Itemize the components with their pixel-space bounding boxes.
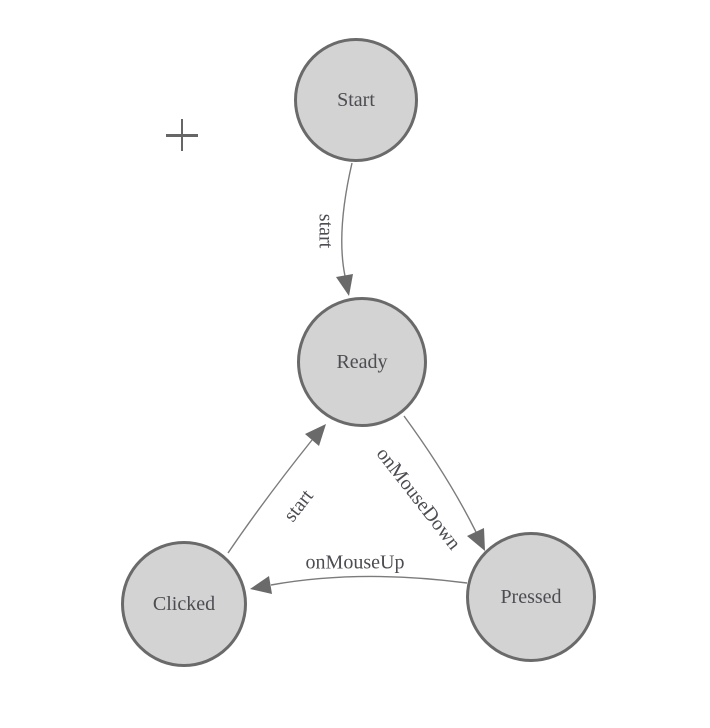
arrowhead-pressed-to-clicked-icon — [250, 576, 272, 594]
node-clicked-label: Clicked — [152, 592, 216, 615]
plus-icon-vertical-bar — [180, 119, 183, 151]
edge-ready-to-pressed[interactable] — [403, 415, 477, 533]
edge-label-start-to-ready: start — [314, 213, 337, 249]
node-pressed[interactable]: Pressed — [466, 532, 596, 662]
edge-label-pressed-to-clicked: onMouseUp — [305, 551, 405, 574]
node-clicked[interactable]: Clicked — [121, 541, 247, 667]
node-pressed-label: Pressed — [500, 585, 562, 608]
node-ready-label: Ready — [336, 350, 388, 373]
edge-clicked-to-ready[interactable] — [227, 439, 313, 554]
arrowhead-start-to-ready-icon — [336, 274, 353, 296]
edge-pressed-to-clicked[interactable] — [270, 575, 468, 586]
node-start[interactable]: Start — [294, 38, 418, 162]
node-start-label: Start — [337, 88, 375, 111]
edge-start-to-ready[interactable] — [341, 162, 353, 277]
arrowhead-clicked-to-ready-icon — [305, 424, 326, 446]
plus-icon[interactable] — [166, 119, 198, 151]
node-ready[interactable]: Ready — [297, 297, 427, 427]
arrowhead-ready-to-pressed-icon — [467, 528, 485, 551]
